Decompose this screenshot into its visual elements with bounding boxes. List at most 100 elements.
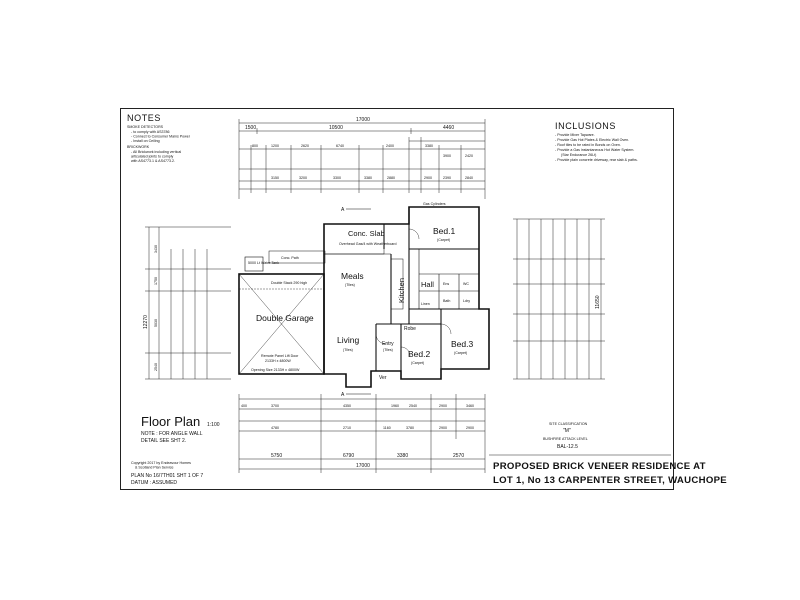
- entry-label: Entry: [382, 341, 394, 347]
- water-tank-label: 5000 Lt Water Tank: [248, 261, 279, 265]
- top-dim-row3-6: 2900: [424, 176, 432, 180]
- hall-label: Hall: [421, 280, 434, 289]
- smoke-line-3: - Install on Ceiling: [131, 139, 160, 143]
- drawing-sheet: NOTES SMOKE DETECTORS - to comply with A…: [120, 108, 727, 490]
- bottom-row2-2: 2710: [343, 426, 351, 430]
- top-dim-row2-2: 1200: [271, 144, 279, 148]
- ens-label: Ens: [443, 282, 449, 286]
- floor-plan: [238, 206, 490, 395]
- inclusion-6: - Provide plain concrete driveway, rear …: [555, 158, 638, 162]
- top-dim-row3-8: 2840: [465, 176, 473, 180]
- top-dim-1: 1500: [245, 125, 256, 131]
- bottom-row2-3: 1160: [383, 426, 391, 430]
- inclusion-2: - Provide Gas Hot Plates & Electric Wall…: [555, 138, 629, 142]
- plan-number: PLAN No 16/7TH01 SHT 1 OF 7: [131, 473, 203, 479]
- site-classification-value: "M": [563, 428, 571, 434]
- ldry-label: Ldry: [463, 299, 470, 303]
- left-dim-4: 2540: [154, 363, 158, 371]
- room-labels: 5000 Lt Water Tank Conc. Path Conc. Slab…: [248, 202, 473, 398]
- bottom-dimensions: [238, 394, 486, 473]
- bed1-label: Bed.1: [433, 226, 455, 236]
- brick-line-1: - All Brickwork including vertical: [131, 150, 181, 154]
- left-dim-2: 1750: [154, 277, 158, 285]
- right-dimensions: [513, 218, 605, 380]
- top-dimensions: [238, 119, 486, 199]
- bottom-row3-4: 2540: [409, 404, 417, 408]
- living-label: Living: [337, 335, 359, 345]
- brickwork-label: BRICKWORK: [127, 145, 150, 149]
- kitchen-label: Kitchen: [397, 278, 406, 303]
- bottom-row3-6: 3460: [466, 404, 474, 408]
- bottom-row-2: 6790: [343, 453, 354, 459]
- smoke-line-2: - Connect to Consumer Mains Power: [131, 135, 191, 139]
- inclusion-5: (Star Endurance 26Lt): [561, 153, 596, 157]
- meals-floor: (Tiles): [345, 283, 355, 287]
- bushfire-level-label: BUSHFIRE ATTACK LEVEL: [543, 437, 588, 441]
- meals-label: Meals: [341, 271, 364, 281]
- bottom-row2-5: 2900: [439, 426, 447, 430]
- top-dim-row3-5: 2880: [387, 176, 395, 180]
- top-dim-row2-4: 6740: [336, 144, 344, 148]
- notes-heading: NOTES: [127, 113, 161, 123]
- inclusions-block: INCLUSIONS - Provide Mixer Tapware. - Pr…: [555, 121, 638, 162]
- bath-label: Bath: [443, 299, 450, 303]
- left-dimensions: [145, 226, 231, 380]
- top-dim-row2-1: 800: [252, 144, 258, 148]
- title-block-left: Floor Plan 1:100 NOTE : FOR ANGLE WALL D…: [131, 414, 220, 486]
- left-dim-3: 5030: [154, 319, 158, 327]
- verandah-label: Ver: [379, 375, 387, 381]
- bed2-label: Bed.2: [408, 349, 430, 359]
- bushfire-level-value: BAL-12.5: [557, 444, 578, 450]
- copyright-line-2: & Scotland Plan Service: [135, 466, 174, 470]
- wc-label: WC: [463, 282, 469, 286]
- title-block-right: SITE CLASSIFICATION "M" BUSHFIRE ATTACK …: [489, 422, 727, 486]
- bottom-row-4: 2570: [453, 453, 464, 459]
- bottom-row-1: 5750: [271, 453, 282, 459]
- left-dim-1: 3430: [154, 245, 158, 253]
- bottom-row2-6: 2900: [466, 426, 474, 430]
- floor-plan-drawing: NOTES SMOKE DETECTORS - to comply with A…: [127, 113, 727, 486]
- top-dim-row3-7: 2390: [443, 176, 451, 180]
- top-dim-row3-4: 3380: [364, 176, 372, 180]
- note-angle-wall: NOTE : FOR ANGLE WALL: [141, 431, 203, 437]
- smoke-detectors-label: SMOKE DETECTORS: [127, 125, 164, 129]
- entry-floor: (Tiles): [383, 348, 393, 352]
- top-dim-row3-2: 3200: [299, 176, 307, 180]
- remote-door-label: Remote Panel Lift Door: [261, 354, 299, 358]
- section-marker-bottom: A: [341, 392, 345, 398]
- copyright-line-1: Copyright 2017 by Endeavour Homes: [131, 461, 191, 465]
- project-title-line-2: LOT 1, No 13 CARPENTER STREET, WAUCHOPE: [493, 475, 727, 486]
- top-dimension-labels: 17000 1500 10500 4460 800 1200 2620 6740…: [245, 117, 473, 180]
- inclusions-heading: INCLUSIONS: [555, 121, 616, 131]
- bottom-row-3: 3380: [397, 453, 408, 459]
- inclusion-4: - Provide a Gas instantaneous Hot Water …: [555, 148, 634, 152]
- opening-size-label: Opening Size 2133H x 4800W: [251, 368, 300, 372]
- bottom-row2-1: 4780: [271, 426, 279, 430]
- top-dim-row2-7: 3900: [443, 154, 451, 158]
- double-garage-label: Double Garage: [256, 313, 314, 323]
- bottom-total-dim: 17000: [356, 463, 370, 469]
- conc-slab-label: Conc. Slab: [348, 229, 385, 238]
- bottom-row3-5: 2900: [439, 404, 447, 408]
- top-dim-3: 4460: [443, 125, 454, 131]
- floor-plan-title: Floor Plan: [141, 414, 200, 429]
- linen-label: Linen: [421, 302, 430, 306]
- remote-door-size: 2133H x 4800W: [265, 359, 291, 363]
- bed3-floor: (Carpet): [454, 351, 467, 355]
- inclusion-1: - Provide Mixer Tapware.: [555, 133, 595, 137]
- datum-label: DATUM : ASSUMED: [131, 480, 177, 486]
- section-marker-top: A: [341, 207, 345, 213]
- top-total-dim: 17000: [356, 117, 370, 123]
- bed3-label: Bed.3: [451, 339, 473, 349]
- top-dim-row2-8: 2420: [465, 154, 473, 158]
- left-dimension-labels: 12270 3430 1750 5030 2540: [143, 245, 158, 371]
- bottom-row3-0: 400: [241, 404, 247, 408]
- left-total-dim: 12270: [143, 315, 149, 329]
- conc-slab-note: Overhead Gas/4 with Weatherboard: [339, 242, 396, 246]
- top-dim-2: 10500: [329, 125, 343, 131]
- site-classification-label: SITE CLASSIFICATION: [549, 422, 588, 426]
- top-dim-row2-6: 3380: [425, 144, 433, 148]
- right-dimension-labels: 11650: [595, 295, 601, 309]
- conc-path-label: Conc. Path: [281, 256, 299, 260]
- bed2-floor: (Carpet): [411, 361, 424, 365]
